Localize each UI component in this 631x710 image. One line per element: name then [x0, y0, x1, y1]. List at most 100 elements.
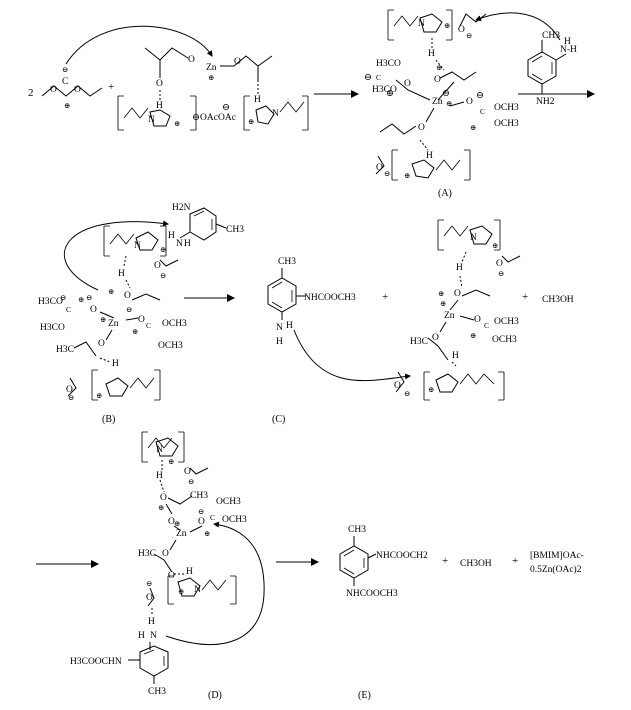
plus-sign-2: + [382, 291, 388, 303]
b-o-link: O [90, 305, 97, 315]
d-h3c: H3C [138, 549, 156, 559]
d-och3-2: OCH3 [222, 515, 247, 525]
h-bond-h-left: H [156, 101, 163, 111]
d-h3coochn: H3COOCHN [70, 657, 122, 667]
b-acetate-charge: ⊖ [160, 271, 166, 280]
a-imid-n: N [418, 19, 425, 29]
b-n: N [176, 239, 183, 249]
b-zn-charge: ⊕ [100, 315, 106, 324]
d-o-zn: O [168, 517, 175, 527]
e-nhcooch2: NHCOOCH2 [376, 551, 428, 561]
zn-atom-top: Zn [206, 63, 217, 73]
b-minus-2: ⊖ [86, 293, 92, 302]
intermediate-a: N ⊕ O ⊖ H O ⊕ ⊖ Zn ⊕ O H3CO C ⊖ H3CO ⊕ O… [364, 9, 519, 181]
d-o-top: O [160, 493, 167, 503]
zc-o-bottom: O [432, 333, 439, 343]
b-o-right: O [138, 315, 145, 325]
zc-carbon-right: C [484, 321, 489, 330]
imidazolium-charge-right: ⊕ [248, 117, 254, 126]
a-o-bottom: O [418, 123, 425, 133]
carbonate-o2: O [74, 85, 81, 95]
zc-imid-n: N [470, 233, 477, 243]
zc-h3c: H3C [410, 337, 428, 347]
product-e: CH3 NHCOOCH2 NHCOOCH3 [339, 525, 428, 599]
d-h-bottom: H [186, 567, 193, 577]
b-acetate-o: O [154, 261, 161, 271]
zn-acetate-o-left: O [156, 79, 163, 89]
b-n-h-top: H [168, 231, 175, 241]
imidazolium-n-right: N [272, 109, 279, 119]
tda-nh2: NH2 [536, 97, 555, 107]
b-plus-right: ⊕ [132, 327, 138, 336]
label-b: (B) [102, 414, 115, 425]
zc-imid-charge: ⊕ [492, 241, 498, 250]
a-minus-left: ⊖ [364, 73, 372, 83]
zn-plus-charge: ⊕ [208, 73, 214, 82]
b-h3co-2: H3CO [40, 323, 65, 333]
b-ch3: CH3 [226, 225, 244, 235]
zc-h-bottom: H [452, 351, 459, 361]
label-a: (A) [438, 188, 452, 199]
d-ch3: CH3 [148, 687, 166, 697]
label-c: (C) [272, 414, 285, 425]
d-h-top: H [156, 471, 163, 481]
a-plus-left: ⊕ [386, 89, 394, 99]
dimethyl-carbonate-reactant: 2 ⊖ ⊕ O O C [28, 65, 103, 110]
a-imid-charge-top: ⊕ [444, 21, 450, 30]
a-carbon-right: C [480, 107, 485, 116]
zc-plus-top: ⊕ [438, 289, 444, 298]
plus-sign-1: + [108, 81, 114, 93]
a-minus-right: ⊖ [476, 91, 484, 101]
d-zn-charge: ⊕ [174, 519, 180, 528]
a-h3co-2: H3CO [372, 85, 397, 95]
label-e: (E) [358, 690, 371, 701]
carbonate-minus-charge: ⊖ [62, 65, 68, 74]
d-och3-1: OCH3 [216, 497, 241, 507]
carbonate-c: C [62, 77, 68, 87]
oac-label-1: OAc [200, 113, 218, 123]
b-h3c: H3C [56, 345, 74, 355]
b-h-top: H [118, 269, 125, 279]
zc-imid-charge-bottom: ⊕ [428, 385, 434, 394]
attack-arrow-5 [165, 521, 265, 645]
d-acetate-o-bottom: O [146, 593, 153, 603]
b-o-top: O [124, 291, 131, 301]
a-h-bottom: H [426, 151, 433, 161]
c-n-h-bottom: H [276, 337, 283, 347]
a-acetate-charge-top: ⊖ [466, 31, 472, 40]
b-carbon: C [66, 305, 71, 314]
imidazolium-charge-left: ⊕ [174, 119, 180, 128]
a-plus-top: ⊕ [436, 63, 442, 72]
coefficient-two: 2 [28, 87, 34, 99]
d-h-amine: H [148, 617, 155, 627]
a-zn-atom: Zn [432, 97, 443, 107]
d-imid-n-bottom: N [194, 585, 201, 595]
h-bond-h-right: H [254, 95, 261, 105]
b-imid-charge: ⊕ [160, 245, 166, 254]
methanol-1: CH3OH [542, 295, 574, 305]
methanol-2: CH3OH [460, 559, 492, 569]
toluene-diamine-reactant: CH3 N-H H NH2 [527, 31, 577, 107]
a-acetate-charge-bottom: ⊖ [384, 169, 390, 178]
a-o-right: O [466, 97, 473, 107]
zc-och3-2: OCH3 [492, 335, 517, 345]
a-och3-1: OCH3 [494, 103, 519, 113]
tda-nh-h: H [564, 37, 571, 47]
b-plus-top: ⊕ [108, 287, 114, 296]
imidazolium-n-left: N [148, 115, 155, 125]
d-amine-n: N [150, 631, 157, 641]
e-nhcooch3: NHCOOCH3 [346, 589, 398, 599]
b-minus-3: ⊖ [126, 305, 132, 314]
b-h3co-1: H3CO [38, 297, 63, 307]
c-nhcooch3: NHCOOCH3 [304, 293, 356, 303]
catalyst-line-2: 0.5Zn(OAc)2 [530, 564, 582, 575]
attack-arrow-1 [65, 25, 213, 65]
plus-sign-5: + [512, 555, 518, 567]
zc-h-top: H [456, 263, 463, 273]
d-o-bottom: O [162, 549, 169, 559]
tda-nh: N-H [560, 45, 577, 55]
d-plus-top: ⊕ [158, 503, 164, 512]
a-o-left: O [404, 79, 411, 89]
d-ch3-acetyl: CH3 [190, 491, 208, 501]
